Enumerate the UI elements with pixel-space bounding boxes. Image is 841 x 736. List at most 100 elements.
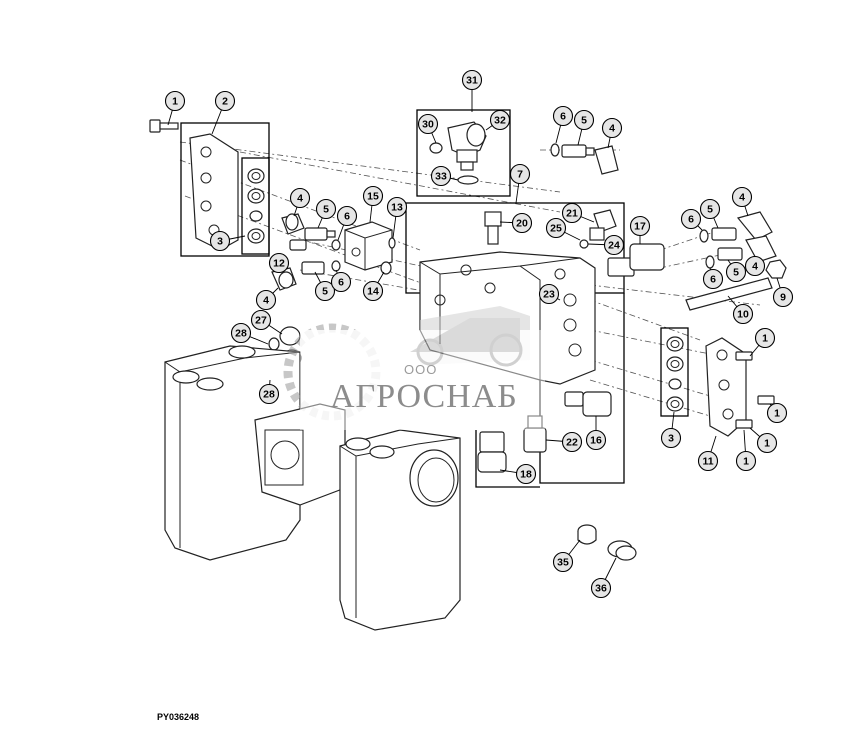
callout-number: 4 (609, 123, 615, 135)
oring-33 (457, 175, 479, 185)
callout-23: 23 (538, 283, 561, 305)
adapter-5-upper (561, 144, 595, 158)
callout-number: 5 (323, 204, 329, 216)
callout-bubble (289, 187, 311, 209)
callout-number: 23 (543, 289, 555, 301)
callout-number: 4 (752, 261, 758, 273)
oring-6-right-top (699, 229, 709, 243)
callout-number: 7 (517, 169, 523, 181)
callout-number: 5 (322, 286, 328, 298)
callout-number: 14 (367, 286, 379, 298)
callout-bubble (601, 117, 623, 139)
callout-32: 32 (485, 109, 511, 131)
callout-6: 6 (336, 205, 358, 241)
block-15 (344, 221, 393, 271)
watermark-company: ООО (404, 362, 438, 377)
oring-6-right-mid (705, 255, 715, 269)
callout-10: 10 (727, 295, 754, 325)
callout-5: 5 (699, 198, 721, 229)
callout-27: 27 (250, 309, 283, 335)
callout-20: 20 (499, 212, 533, 234)
callout-bubble (697, 450, 719, 472)
callout-1: 1 (749, 327, 776, 357)
callout-number: 13 (391, 202, 403, 214)
callout-5: 5 (573, 109, 595, 146)
callout-5: 5 (725, 259, 747, 283)
callout-21: 21 (561, 202, 595, 224)
callout-number: 17 (634, 221, 646, 233)
cap-4-right-top (736, 211, 773, 241)
callout-25: 25 (545, 217, 581, 241)
cartridge-20 (484, 211, 502, 245)
callout-number: 28 (235, 328, 247, 340)
callout-bubble (214, 90, 236, 112)
callout-number: 24 (608, 240, 620, 252)
callout-bubble (732, 303, 754, 325)
callout-bubble (561, 202, 583, 224)
callout-1: 1 (766, 402, 788, 424)
oring-6-top (331, 239, 341, 251)
adapter-5-mid (289, 239, 325, 275)
callout-bubble (702, 268, 724, 290)
callout-4: 4 (744, 255, 766, 277)
callout-11: 11 (697, 435, 719, 472)
callout-6: 6 (702, 267, 724, 290)
callout-22: 22 (545, 431, 583, 453)
callout-bubble (744, 255, 766, 277)
callout-bubble (731, 186, 753, 208)
callout-6: 6 (680, 208, 703, 231)
callout-bubble (552, 105, 574, 127)
callout-3: 3 (209, 230, 246, 252)
callout-number: 5 (581, 115, 587, 127)
valve-cartridge-17 (607, 243, 665, 277)
callout-bubble (230, 322, 252, 344)
bolts-1-right (735, 351, 775, 429)
callout-bubble (561, 431, 583, 453)
callout-28: 28 (258, 379, 280, 405)
adapter-5-right-mid (717, 247, 743, 261)
callout-number: 4 (263, 295, 269, 307)
callout-bubble (680, 208, 702, 230)
callout-bubble (417, 113, 439, 135)
callout-number: 28 (263, 389, 275, 401)
callout-number: 15 (367, 191, 379, 203)
cartridge-22 (523, 415, 547, 453)
callout-16: 16 (585, 416, 607, 451)
callout-bubble (164, 90, 186, 112)
valve-cartridge-16 (564, 391, 612, 417)
callout-bubble (573, 109, 595, 131)
seal-rings-right (666, 336, 684, 412)
callout-bubble (754, 327, 776, 349)
callout-bubble (250, 309, 272, 331)
bushing-36 (607, 540, 637, 561)
callout-number: 35 (557, 557, 569, 569)
callout-number: 5 (707, 204, 713, 216)
callout-4: 4 (289, 187, 311, 217)
oring-13 (388, 237, 396, 249)
callout-3: 3 (660, 411, 682, 449)
fitting-elbow-4-top (281, 213, 305, 235)
callout-number: 9 (780, 292, 786, 304)
bushing-35 (577, 524, 597, 545)
callout-35: 35 (552, 539, 581, 573)
callout-number: 6 (688, 214, 694, 226)
cap-4-right-mid (745, 235, 777, 263)
callout-36: 36 (590, 557, 617, 599)
callout-bubble (258, 383, 280, 405)
cap-4-upper (594, 145, 619, 175)
callout-number: 18 (520, 469, 532, 481)
callout-number: 21 (566, 208, 578, 220)
callout-1: 1 (735, 429, 757, 472)
callout-number: 3 (668, 433, 674, 445)
callout-number: 6 (560, 111, 566, 123)
callout-bubble (660, 427, 682, 449)
callout-bubble (629, 215, 651, 237)
callout-9: 9 (772, 277, 794, 308)
callout-number: 25 (550, 223, 562, 235)
callout-number: 1 (764, 438, 770, 450)
callout-number: 22 (566, 437, 578, 449)
callout-bubble (756, 432, 778, 454)
diagram-reference-code: PY036248 (157, 712, 200, 722)
callout-bubble (699, 198, 721, 220)
callout-4: 4 (731, 186, 753, 217)
